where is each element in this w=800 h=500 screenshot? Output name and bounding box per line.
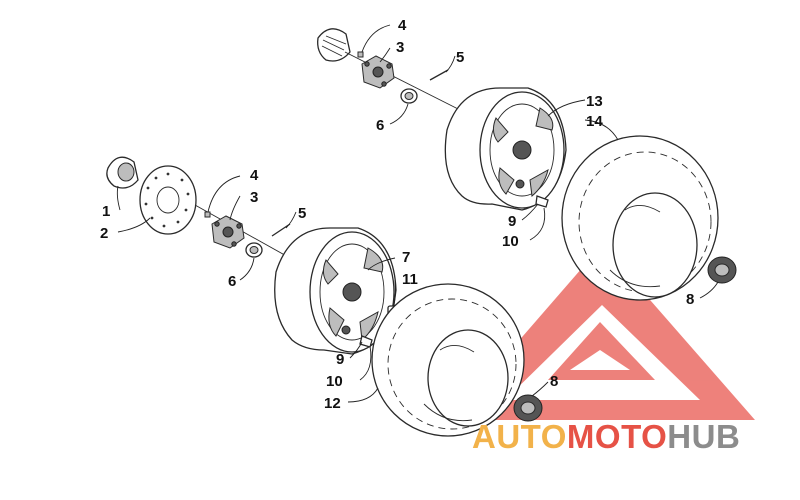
callout-5-lower: 5 (298, 205, 306, 222)
lower-brake-disc (139, 165, 197, 235)
upper-tire (561, 135, 719, 301)
lower-rim (274, 227, 397, 355)
callout-7: 7 (402, 249, 410, 266)
upper-bolt-4 (357, 51, 364, 58)
callout-3-upper: 3 (396, 39, 404, 56)
callout-6-lower: 6 (228, 273, 236, 290)
callout-4-upper: 4 (398, 17, 407, 34)
callout-11: 11 (402, 271, 418, 288)
lower-tire (371, 283, 525, 437)
callout-10-upper: 10 (502, 233, 519, 250)
watermark-triangle-inner (548, 322, 655, 380)
callout-labels: 4 3 5 6 13 14 9 10 8 1 2 4 3 5 6 7 11 9 … (100, 17, 694, 412)
lower-wheel-cap (513, 394, 543, 422)
callout-12: 12 (324, 395, 341, 412)
watermark-wordmark: AUTOMOTOHUB (472, 418, 740, 455)
callout-8-upper: 8 (686, 291, 694, 308)
lower-pin-5 (271, 223, 291, 237)
watermark-triangle-outer (450, 245, 755, 420)
upper-knuckle (317, 28, 351, 62)
lower-nut (245, 242, 263, 258)
lower-bolt-4 (204, 211, 211, 218)
callout-2: 2 (100, 225, 108, 242)
upper-nut (400, 88, 418, 104)
callout-9-upper: 9 (508, 213, 516, 230)
lower-bearing (106, 156, 139, 189)
upper-valve (535, 195, 549, 208)
callout-3-lower: 3 (250, 189, 258, 206)
callout-1: 1 (102, 203, 110, 220)
callout-5-upper: 5 (456, 49, 464, 66)
callout-8-lower: 8 (550, 373, 558, 390)
callout-4-lower: 4 (250, 167, 259, 184)
upper-hub (361, 55, 395, 89)
callout-14: 14 (586, 113, 603, 130)
upper-pin-5 (429, 69, 449, 81)
watermark-word-moto: MOTO (567, 418, 667, 455)
upper-rim (444, 87, 567, 211)
callout-9-lower: 9 (336, 351, 344, 368)
lower-hub (211, 215, 245, 249)
callout-10-lower: 10 (326, 373, 343, 390)
leader-lines (116, 24, 719, 403)
callout-6-upper: 6 (376, 117, 384, 134)
watermark-logo (450, 245, 755, 420)
watermark-word-auto: AUTO (472, 418, 567, 455)
upper-wheel-cap (707, 256, 737, 284)
watermark-word-hub: HUB (667, 418, 740, 455)
callout-13: 13 (586, 93, 603, 110)
